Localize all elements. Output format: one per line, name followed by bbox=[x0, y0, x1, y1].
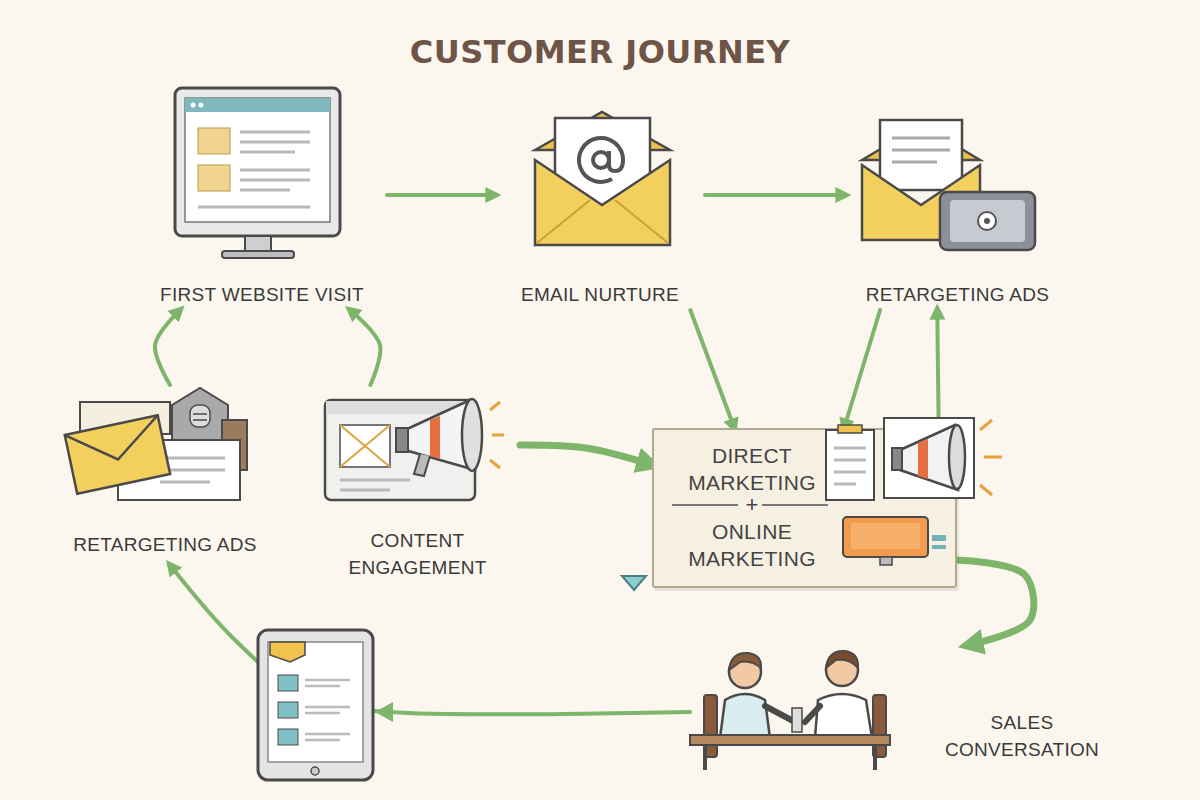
journey-step: SALES CONVERSATION bbox=[690, 645, 1105, 770]
flow-arrow bbox=[387, 193, 495, 197]
flow-arrow bbox=[170, 565, 690, 714]
content-icon bbox=[325, 399, 504, 500]
node-label: EMAIL NURTURE bbox=[495, 281, 705, 308]
journey-step: CONTENT ENGAGEMENT bbox=[315, 385, 520, 585]
flow-arrow bbox=[937, 310, 938, 428]
marketing-icons bbox=[622, 418, 1002, 590]
flow-arrow bbox=[155, 310, 180, 385]
journey-step: FIRST WEBSITE VISIT bbox=[137, 85, 387, 310]
meeting-illustration bbox=[690, 651, 890, 770]
process-box: DIRECT MARKETING+ONLINE MARKETING bbox=[652, 428, 957, 588]
node-label: ONLINE MARKETING bbox=[662, 518, 842, 572]
flow-arrow bbox=[520, 445, 652, 465]
diagram-title: CUSTOMER JOURNEY bbox=[0, 32, 1200, 72]
flow-arrow bbox=[690, 310, 734, 428]
tablet-icon bbox=[258, 630, 393, 780]
journey-step: EMAIL NURTURE bbox=[495, 85, 705, 310]
node-label: + bbox=[662, 492, 842, 518]
flow-arrow bbox=[350, 310, 380, 385]
node-label: FIRST WEBSITE VISIT bbox=[137, 281, 387, 308]
retargeting-icon bbox=[862, 120, 1035, 250]
node-label: RETARGETING ADS bbox=[40, 531, 290, 558]
email-icon bbox=[535, 112, 670, 245]
node-label: SALES CONVERSATION bbox=[942, 709, 1102, 763]
node-label: RETARGETING ADS bbox=[845, 281, 1070, 308]
node-label: DIRECT MARKETING bbox=[662, 442, 842, 496]
node-label: CONTENT ENGAGEMENT bbox=[315, 527, 520, 581]
retargeting-icon bbox=[65, 388, 247, 500]
flow-arrow bbox=[957, 560, 1034, 645]
flow-arrow bbox=[705, 193, 845, 197]
flow-arrow bbox=[844, 310, 880, 428]
journey-step: RETARGETING ADS bbox=[845, 85, 1070, 310]
journey-step: RETARGETING ADS bbox=[40, 385, 290, 565]
monitor-icon bbox=[175, 88, 340, 258]
